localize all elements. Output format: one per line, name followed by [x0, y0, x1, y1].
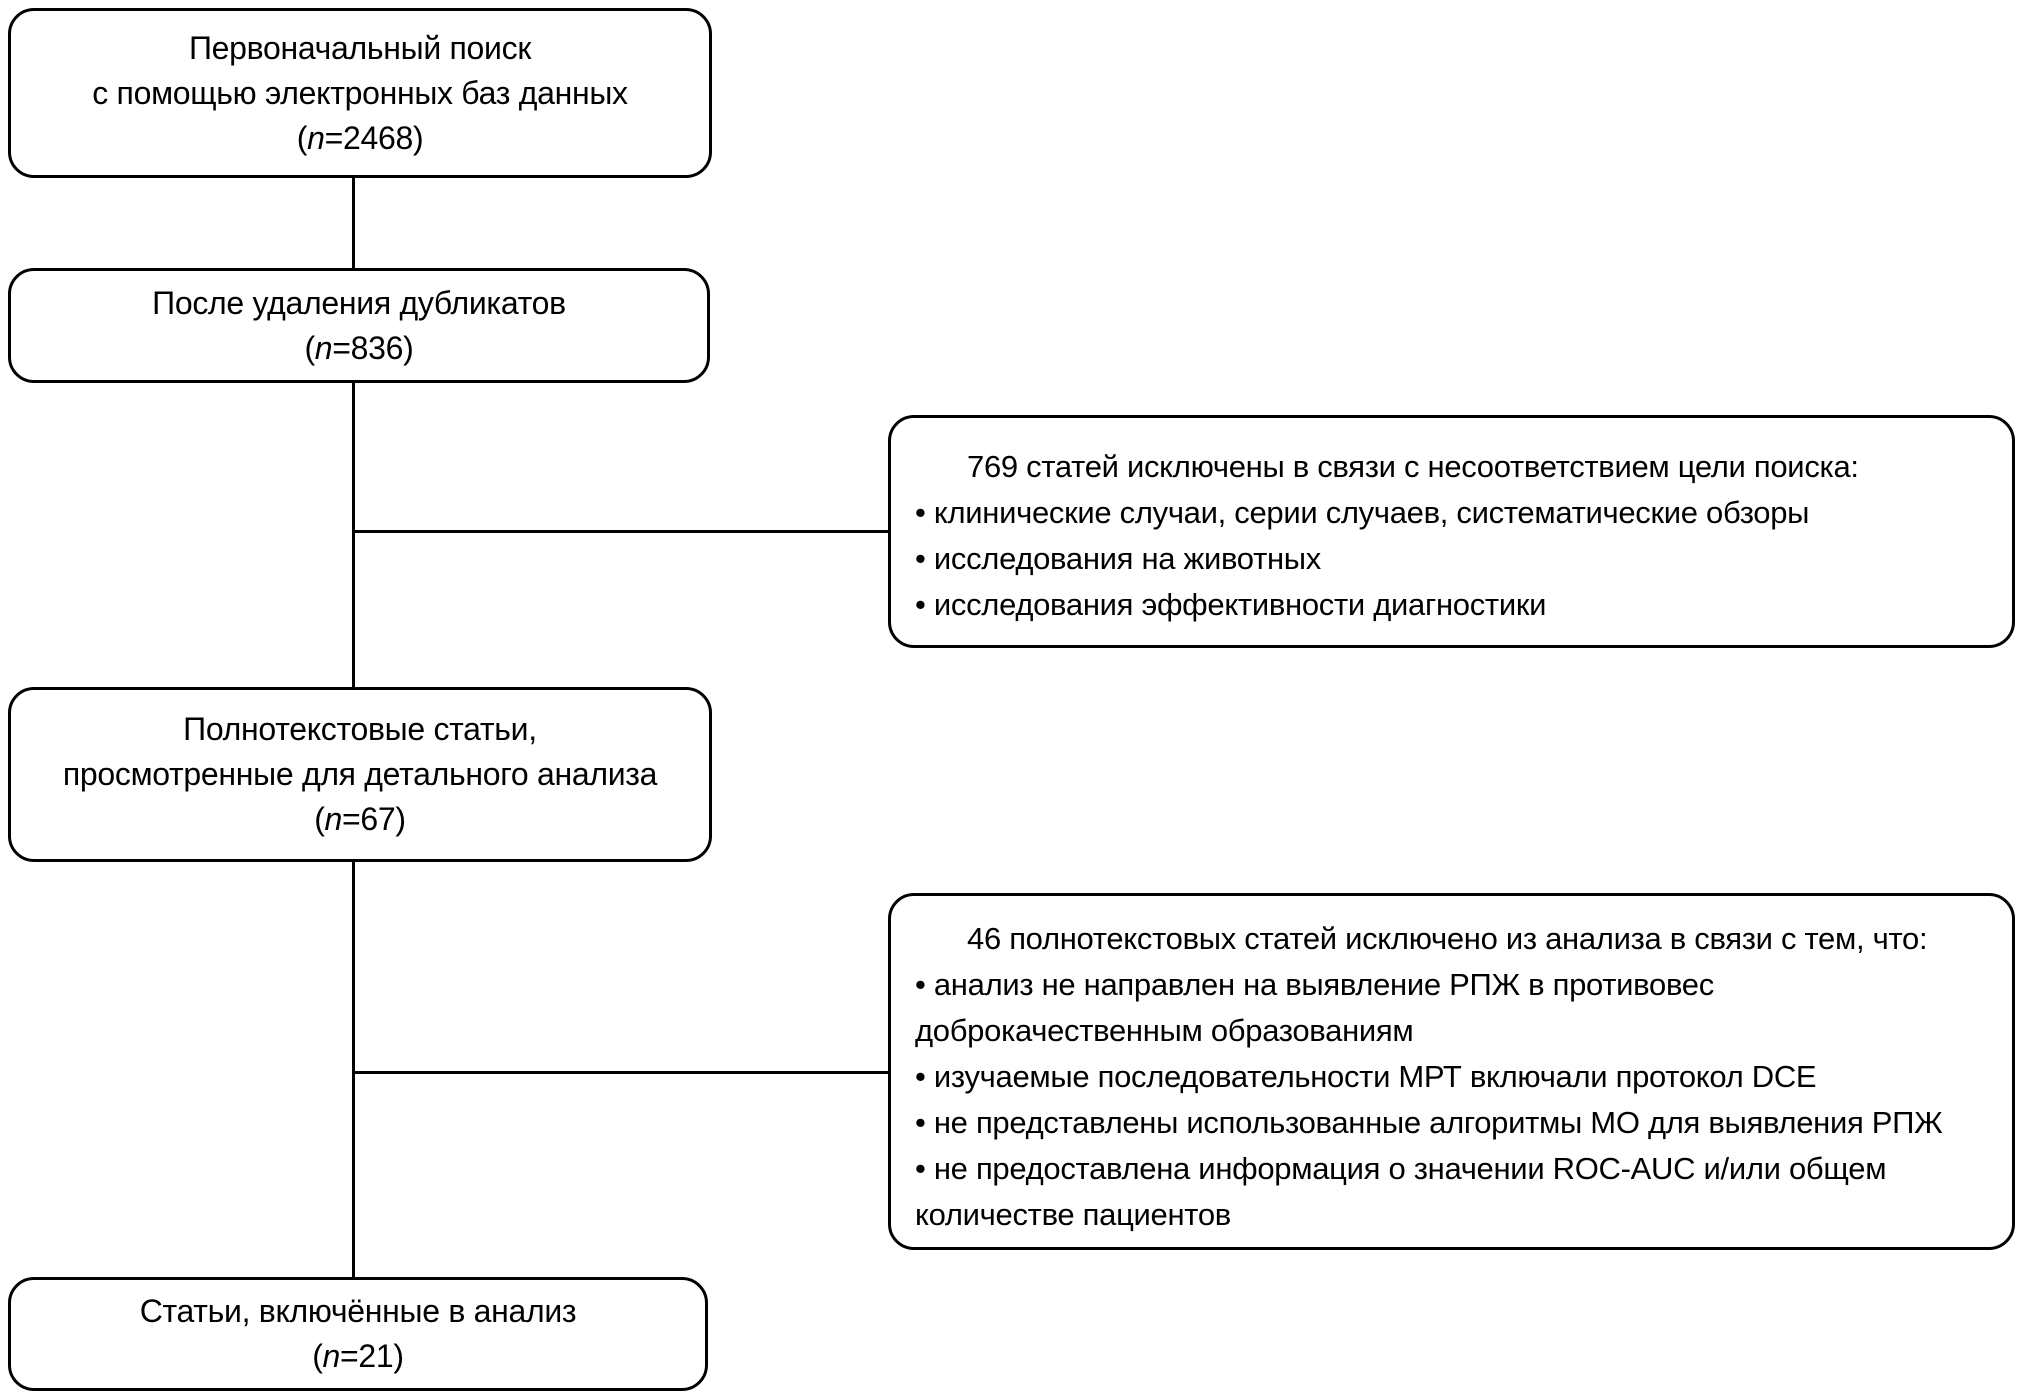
connector-initial-to-duplicates: [352, 178, 355, 268]
box-fulltext-screened-count: (n=67): [314, 801, 406, 837]
box-included-in-analysis-count: (n=21): [312, 1338, 404, 1374]
box-excluded-46-bullet: • изучаемые последовательности МРТ включ…: [915, 1059, 1817, 1094]
box-initial-search-line: с помощью электронных баз данных: [92, 74, 628, 111]
box-after-duplicates: После удаления дубликатов (n=836): [8, 268, 710, 383]
box-initial-search-count: (n=2468): [296, 119, 424, 156]
box-excluded-46: 46 полнотекстовых статей исключено из ан…: [888, 893, 2015, 1250]
connector-branch-to-excluded-769: [354, 530, 888, 533]
box-initial-search: Первоначальный поиск с помощью электронн…: [8, 8, 712, 178]
box-excluded-46-bullet: • анализ не направлен на выявление РПЖ в…: [915, 967, 1714, 1002]
box-excluded-769-bullet: • клинические случаи, серии случаев, сис…: [915, 495, 1810, 530]
box-excluded-46-bullet-continuation: количестве пациентов: [915, 1197, 1231, 1232]
box-excluded-46-bullet-continuation: доброкачественным образованиям: [915, 1013, 1414, 1048]
box-included-in-analysis: Статьи, включённые в анализ (n=21): [8, 1277, 708, 1391]
connector-fulltext-to-included: [352, 862, 355, 1277]
box-after-duplicates-line: После удаления дубликатов: [152, 284, 566, 321]
connector-duplicates-to-fulltext: [352, 383, 355, 687]
box-excluded-46-bullet: • не предоставлена информация о значении…: [915, 1151, 1887, 1186]
box-excluded-769: 769 статей исключены в связи с несоответ…: [888, 415, 2015, 648]
box-initial-search-line: Первоначальный поиск: [188, 29, 532, 66]
box-fulltext-screened-line: просмотренные для детального анализа: [62, 756, 658, 792]
box-fulltext-screened-line: Полнотекстовые статьи,: [183, 711, 537, 747]
box-excluded-769-header: 769 статей исключены в связи с несоответ…: [967, 449, 1859, 484]
connector-branch-to-excluded-46: [354, 1071, 888, 1074]
box-fulltext-screened: Полнотекстовые статьи, просмотренные для…: [8, 687, 712, 862]
box-excluded-46-header: 46 полнотекстовых статей исключено из ан…: [967, 921, 1928, 956]
box-after-duplicates-count: (n=836): [304, 329, 414, 366]
box-excluded-769-bullet: • исследования на животных: [915, 541, 1321, 576]
box-excluded-46-bullet: • не представлены использованные алгорит…: [915, 1105, 1943, 1140]
box-included-in-analysis-line: Статьи, включённые в анализ: [139, 1293, 577, 1329]
box-excluded-769-bullet: • исследования эффективности диагностики: [915, 587, 1547, 622]
